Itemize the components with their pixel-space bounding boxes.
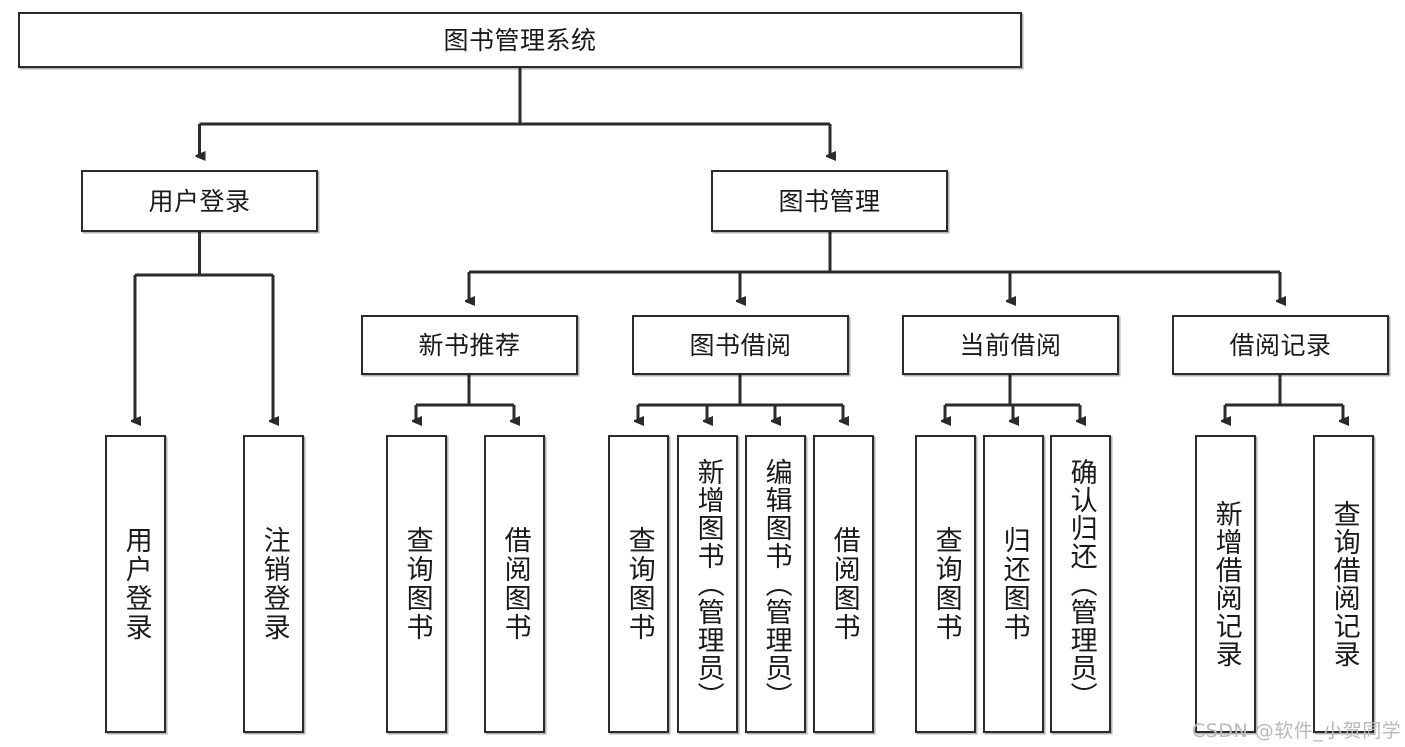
node-current-borrow-label: 当前借阅 [959,330,1062,360]
csdn-watermark: CSDN @软件_小贺同学 [1192,720,1402,742]
leaf-node-label: 注销登录 [258,526,290,642]
leaf-node-label: 新增图书（管理员） [692,458,724,710]
leaf-node-label: 查询图书 [623,526,655,642]
leaf-node[interactable]: 归还图书 [983,435,1044,733]
leaf-node[interactable]: 确认归还（管理员） [1050,435,1111,733]
leaf-node-label: 查询图书 [930,526,962,642]
leaf-node[interactable]: 新增图书（管理员） [677,435,738,733]
leaf-node[interactable]: 注销登录 [243,435,304,733]
node-new-book-recommend-label: 新书推荐 [418,330,521,360]
leaf-node-label: 编辑图书（管理员） [760,458,792,710]
leaf-node-label: 确认归还（管理员） [1065,458,1097,710]
leaf-node[interactable]: 用户登录 [105,435,166,733]
leaf-node-label: 查询借阅记录 [1328,500,1360,668]
leaf-node[interactable]: 查询图书 [608,435,669,733]
leaf-node-label: 新增借阅记录 [1210,500,1242,668]
leaf-node[interactable]: 新增借阅记录 [1195,435,1256,733]
node-borrow-record[interactable]: 借阅记录 [1172,315,1389,375]
leaf-node[interactable]: 查询图书 [386,435,447,733]
node-book-borrow-label: 图书借阅 [689,330,792,360]
node-borrow-record-label: 借阅记录 [1229,330,1332,360]
node-user-login-label: 用户登录 [148,186,251,216]
leaf-node[interactable]: 借阅图书 [484,435,545,733]
leaf-node-label: 借阅图书 [499,526,531,642]
leaf-node[interactable]: 查询借阅记录 [1313,435,1374,733]
leaf-node[interactable]: 编辑图书（管理员） [745,435,806,733]
node-current-borrow[interactable]: 当前借阅 [902,315,1119,375]
leaf-node[interactable]: 查询图书 [915,435,976,733]
node-user-login[interactable]: 用户登录 [81,170,318,232]
leaf-node[interactable]: 借阅图书 [813,435,874,733]
leaf-node-label: 归还图书 [998,526,1030,642]
node-root[interactable]: 图书管理系统 [18,12,1022,68]
node-new-book-recommend[interactable]: 新书推荐 [361,315,578,375]
leaf-node-label: 用户登录 [120,526,152,642]
node-book-borrow[interactable]: 图书借阅 [632,315,849,375]
leaf-node-label: 查询图书 [401,526,433,642]
node-book-management[interactable]: 图书管理 [711,170,948,232]
node-book-management-label: 图书管理 [778,186,881,216]
leaf-node-label: 借阅图书 [828,526,860,642]
node-root-label: 图书管理系统 [443,25,597,55]
